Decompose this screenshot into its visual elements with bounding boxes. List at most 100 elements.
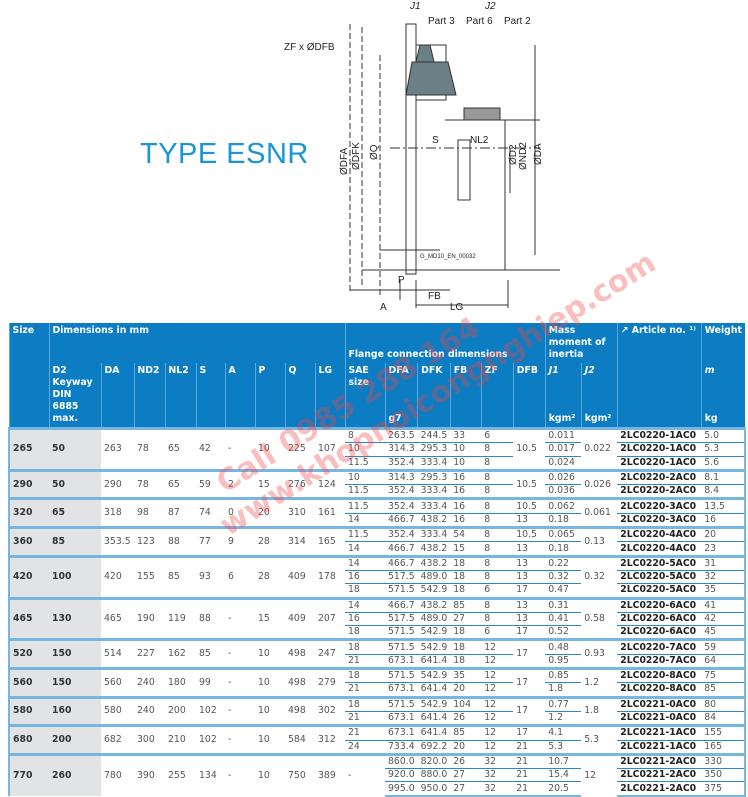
fb-cell: 16 [453, 485, 466, 497]
j1-cell: 0.011 [545, 426, 582, 444]
sae-cell: 16 [345, 612, 385, 627]
dfk-cell: 295.3 [417, 442, 451, 457]
zf-cell: 8 [481, 612, 514, 627]
article-link[interactable]: 2LC0220-7AC0 [620, 654, 697, 666]
article-link[interactable]: 2LC0220-3AC0 [617, 497, 702, 514]
size-cell: 465 [8, 596, 49, 640]
q-cell: 750 [285, 752, 315, 796]
nl2-cell: 119 [165, 596, 196, 640]
col-j1: J1 [544, 363, 582, 395]
article-link[interactable]: 2LC0220-1AC0 [620, 456, 697, 468]
dfa-cell: 314.3 [385, 442, 418, 457]
weight-cell: 350 [701, 768, 746, 783]
zf-cell: 32 [481, 781, 514, 797]
j2-label: J2 [484, 1, 496, 12]
lg-cell: 124 [315, 468, 345, 499]
article-link[interactable]: 2LC0221-2AC0 [617, 752, 702, 770]
lg-cell: 247 [315, 638, 345, 669]
da-cell: 263 [101, 427, 134, 471]
lg-cell: 207 [315, 596, 345, 640]
col-dfa-tolerance: g7 [384, 394, 418, 429]
sae-cell: 18 [345, 638, 385, 655]
dfk-cell: 438.2 [417, 596, 451, 613]
weight-cell: 5.6 [701, 456, 746, 471]
article-link[interactable]: 2LC0220-6AC0 [620, 626, 697, 638]
article-link[interactable]: 2LC0220-2AC0 [617, 468, 702, 486]
p-cell: 10 [255, 427, 285, 471]
j1-cell: 4.1 [545, 724, 582, 741]
dfa-cell: 466.7 [388, 542, 415, 554]
article-link[interactable]: 2LC0220-4AC0 [620, 542, 697, 554]
d2-cell: 50 [49, 468, 101, 499]
article-link[interactable]: 2LC0221-0AC0 [620, 712, 697, 724]
zf-cell: 12 [484, 683, 497, 695]
article-link[interactable]: 2LC0220-5AC0 [620, 584, 697, 596]
d2-cell: 100 [49, 554, 101, 599]
article-link[interactable]: 2LC0220-7AC0 [617, 638, 702, 655]
j1-cell: 0.024 [548, 456, 575, 468]
dfk-cell: 880.0 [417, 768, 451, 783]
col-s: S [195, 363, 225, 429]
article-link[interactable]: 2LC0220-3AC0 [620, 513, 697, 525]
article-link[interactable]: 2LC0220-8AC0 [620, 683, 697, 695]
zf-cell: 32 [481, 768, 514, 783]
da-cell: 420 [101, 554, 134, 599]
article-link[interactable]: 2LC0220-5AC0 [617, 554, 702, 571]
article-link[interactable]: 2LC0220-2AC0 [620, 485, 697, 497]
article-link[interactable]: 2LC0220-1AC0 [617, 426, 702, 444]
lg-cell: 312 [315, 724, 345, 755]
j1-cell: 1.2 [548, 712, 564, 724]
j1-cell: 10.7 [545, 752, 582, 770]
q-cell: 584 [285, 724, 315, 755]
sae-cell: 21 [345, 724, 385, 741]
zf-cell: 8 [481, 442, 514, 457]
zf-cell: 6 [484, 584, 491, 596]
s-cell: 102 [196, 695, 225, 726]
weight-cell: 5.0 [701, 426, 746, 444]
weight-cell: 16 [701, 513, 746, 528]
weight-cell: 32 [701, 570, 746, 585]
p-cell: 28 [255, 526, 285, 557]
dfa-cell: 352.4 [388, 456, 415, 468]
article-link[interactable]: 2LC0220-6AC0 [617, 596, 702, 613]
article-link[interactable]: 2LC0220-4AC0 [617, 526, 702, 543]
nd2-cell: 155 [134, 554, 165, 599]
weight-cell: 155 [701, 724, 746, 741]
nl2-cell: 210 [165, 724, 196, 755]
article-link[interactable]: 2LC0220-6AC0 [617, 612, 702, 627]
article-link[interactable]: 2LC0221-0AC0 [617, 695, 702, 712]
sae-cell: 16 [345, 570, 385, 585]
j1-cell: 15.4 [545, 768, 582, 783]
article-link[interactable]: 2LC0220-1AC0 [617, 442, 702, 457]
dfk-cell: 244.5 [417, 426, 451, 444]
article-link[interactable]: 2LC0221-2AC0 [617, 768, 702, 783]
col-article: ↗ Article no. ¹⁾ [616, 323, 702, 429]
weight-cell: 330 [701, 752, 746, 770]
nl2-cell: 65 [165, 468, 196, 499]
p-cell: 28 [255, 554, 285, 599]
dfb-cell: 21 [513, 752, 546, 770]
article-link[interactable]: 2LC0221-1AC0 [620, 740, 697, 752]
sae-cell: 24 [348, 740, 360, 752]
sae-cell: 21 [348, 683, 360, 695]
da-cell: 580 [101, 695, 134, 726]
article-link[interactable]: 2LC0221-2AC0 [617, 781, 702, 797]
dfa-cell: 733.4 [388, 740, 415, 752]
col-j2: J2 [580, 363, 618, 395]
article-link[interactable]: 2LC0220-8AC0 [617, 667, 702, 684]
article-link[interactable]: 2LC0221-1AC0 [617, 724, 702, 741]
article-link[interactable]: 2LC0220-5AC0 [617, 570, 702, 585]
dfa-cell: 352.4 [385, 497, 418, 514]
a-cell: - [225, 695, 255, 726]
nd2-cell: 300 [134, 724, 165, 755]
dfa-cell: 920.0 [385, 768, 418, 783]
zf-cell: 12 [484, 654, 497, 666]
q-cell: 409 [285, 554, 315, 599]
dfa-cell: 673.1 [388, 712, 415, 724]
q-cell: 498 [285, 695, 315, 726]
